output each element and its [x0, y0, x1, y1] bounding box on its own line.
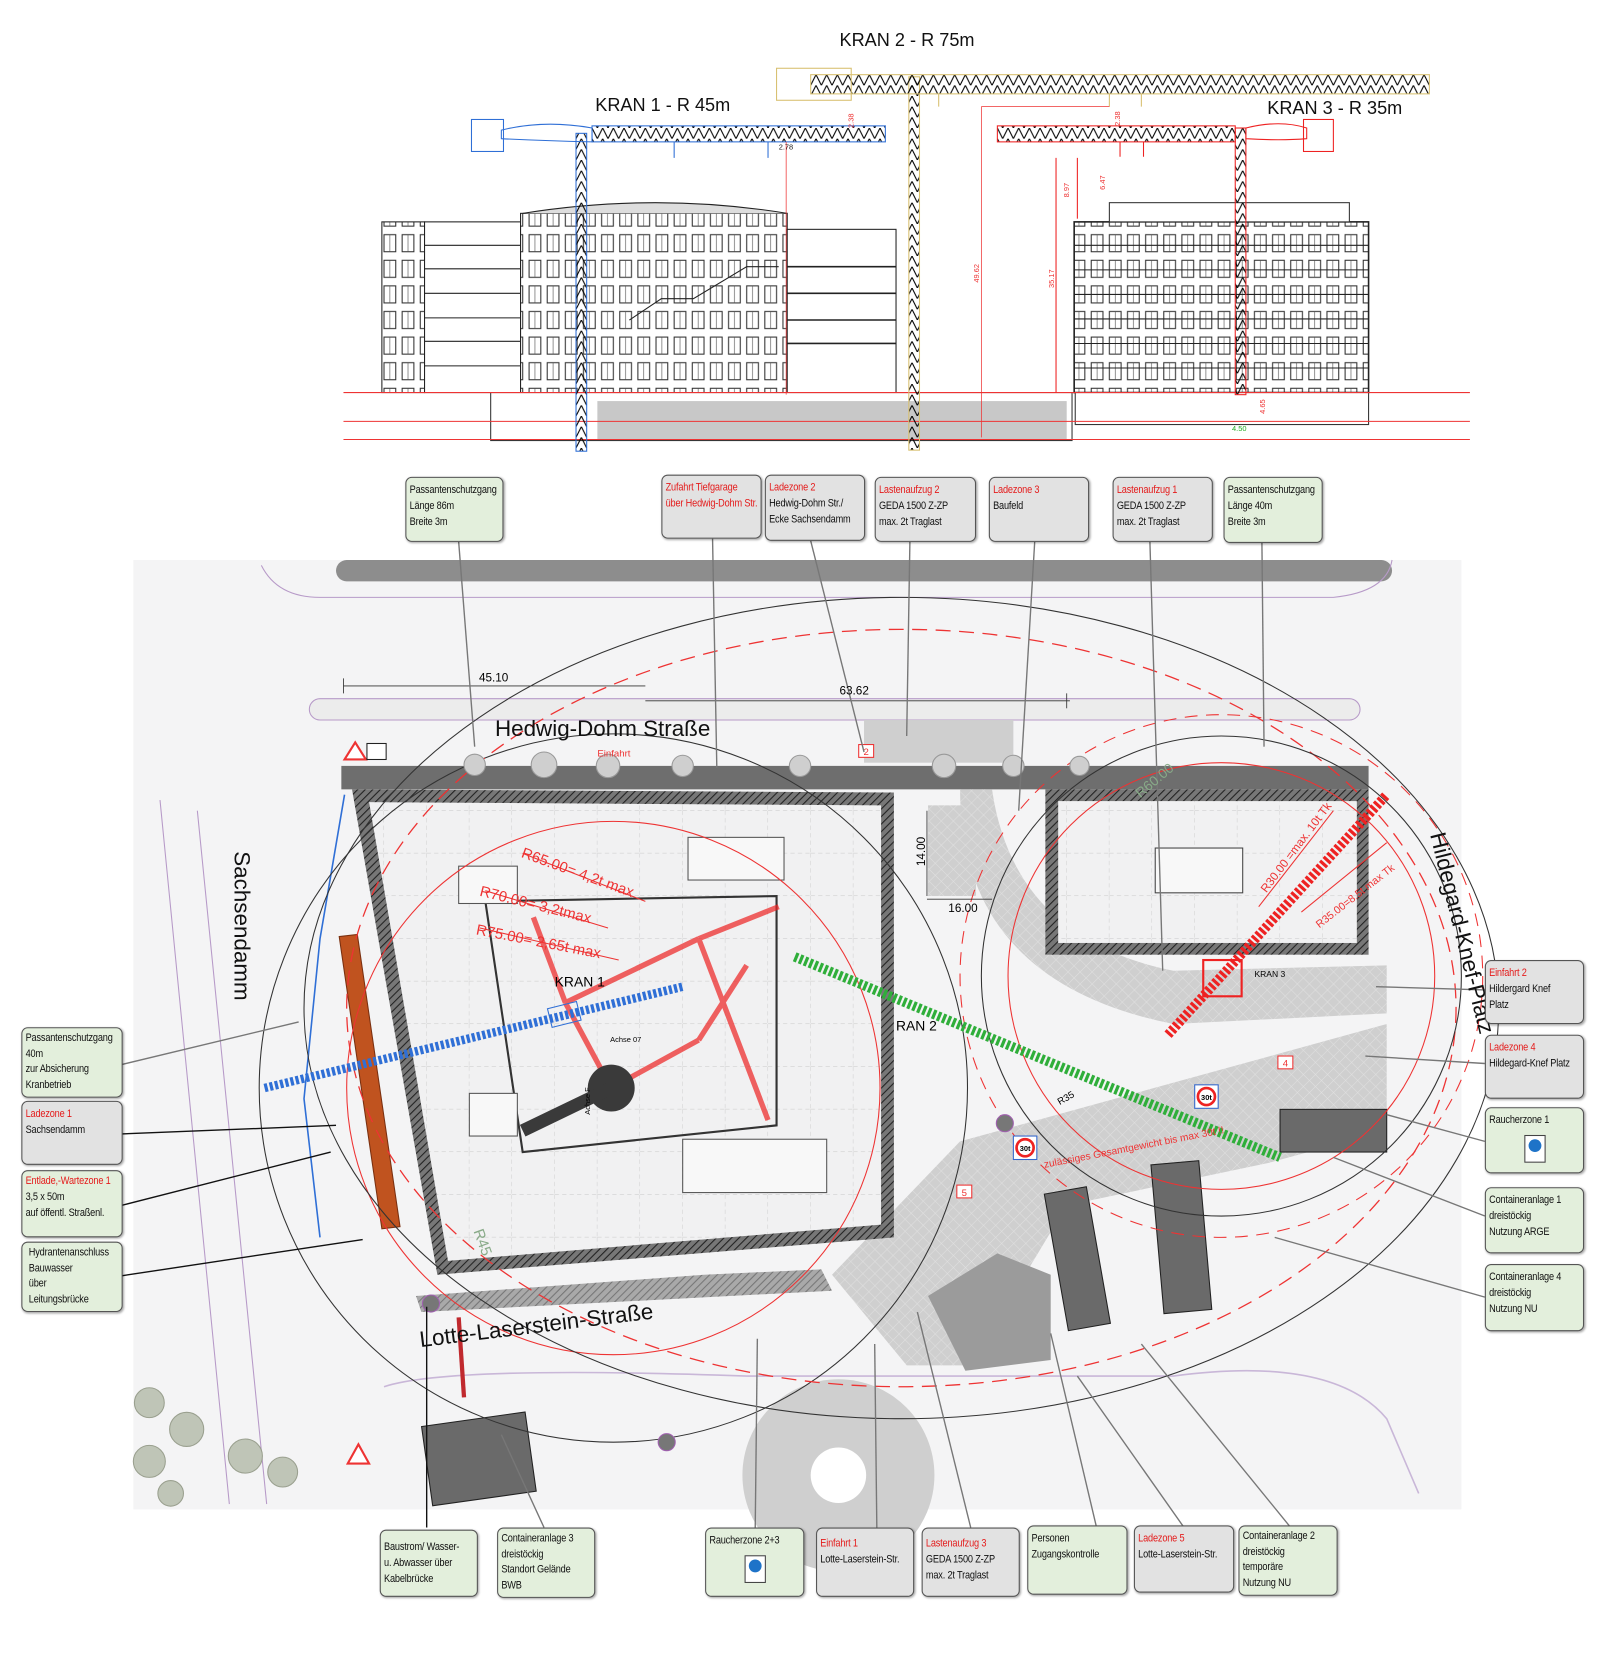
crane-1-elevation — [470, 118, 886, 452]
dimension-16-00: 16.00 — [948, 902, 978, 916]
container-blocks — [420, 1108, 1388, 1507]
dim-2-78: 2.78 — [779, 142, 794, 151]
hedwig-dohm-road — [308, 698, 1361, 721]
warning-sign-icon-2 — [345, 1442, 371, 1465]
zone-2-tag: 2 — [863, 747, 868, 758]
kran-3-plan-label: KRAN 3 — [1254, 969, 1286, 980]
speed-limit-sign-1 — [1012, 1135, 1038, 1161]
crane-1-base — [587, 1064, 635, 1112]
crane-3-elevation — [996, 118, 1334, 396]
callout-raucherzone-2-3: Raucherzone 2+3 — [705, 1527, 805, 1597]
kran-1-title: KRAN 1 - R 45m — [595, 94, 731, 116]
axis-f-label: Achse F — [584, 1087, 593, 1115]
callout-raucherzone-1: Raucherzone 1 — [1484, 1107, 1585, 1174]
trees — [132, 1387, 299, 1507]
dim-8-97: 8.97 — [1062, 183, 1071, 198]
zone-5-tag: 5 — [962, 1188, 967, 1199]
crane-1-jib-plan — [263, 982, 684, 1093]
kran-1-plan-label: KRAN 1 — [554, 973, 605, 990]
dim-4-65: 4.65 — [1258, 399, 1267, 414]
smoking-area-sign-icon-2 — [744, 1555, 766, 1583]
passantenschutzgang-west — [338, 933, 401, 1230]
site-plan: 30t 30t 2 4 5 — [121, 538, 1500, 1572]
speed-sign-text: 30t — [1020, 1144, 1031, 1153]
dimension-14-00: 14.00 — [915, 836, 929, 867]
dim-2-38b: 2.38 — [1113, 111, 1122, 126]
basement-section — [490, 392, 1370, 442]
crane-3-jib-plan — [1164, 791, 1391, 1038]
street-sachsendamm: Sachsendamm — [229, 851, 254, 1001]
kran-2-plan-label: RAN 2 — [896, 1017, 937, 1034]
smoking-area-sign-icon — [1523, 1134, 1546, 1163]
site-road-north — [960, 789, 1387, 1025]
street-hedwig-dohm: Hedwig-Dohm Straße — [494, 716, 711, 742]
north-sidewalk-band — [336, 560, 1393, 582]
speed-limit-sign-2 — [1194, 1084, 1219, 1109]
dimension-lines — [785, 106, 1110, 438]
warning-sign-icon — [342, 740, 368, 761]
axis-07-label: Achse 07 — [610, 1036, 642, 1045]
crane-2-jib-plan — [792, 952, 1282, 1162]
load-radius-markers — [479, 810, 1388, 961]
kran-3-title: KRAN 3 - R 35m — [1267, 98, 1403, 119]
dimension-63-62: 63.62 — [839, 684, 869, 698]
callout-leader-lines — [121, 538, 1486, 1528]
dim-6-47: 6.47 — [1098, 175, 1107, 190]
info-sign-icon — [366, 742, 387, 761]
dim-35-17: 35.17 — [1047, 269, 1056, 288]
dimension-45-10: 45.10 — [478, 672, 509, 685]
dim-2-38: 2.38 — [846, 113, 855, 128]
dim-49-62: 49.62 — [972, 264, 981, 283]
building-left-elevation — [381, 202, 897, 394]
einfahrt-label: Einfahrt — [597, 747, 631, 759]
speed-sign-text-2: 30t — [1201, 1093, 1212, 1102]
crane-2-elevation — [776, 67, 1430, 451]
building-right-elevation — [1073, 202, 1370, 394]
ground-lines — [343, 392, 1470, 441]
kran-2-title: KRAN 2 - R 75m — [839, 29, 975, 51]
zone-4-tag: 4 — [1283, 1059, 1289, 1070]
dim-4-50: 4.50 — [1232, 424, 1247, 433]
north-walkway — [341, 765, 1369, 790]
elevation-drawing: 2.38 2.78 2.38 49.62 35.17 8.97 6.47 4.6… — [343, 67, 1470, 452]
